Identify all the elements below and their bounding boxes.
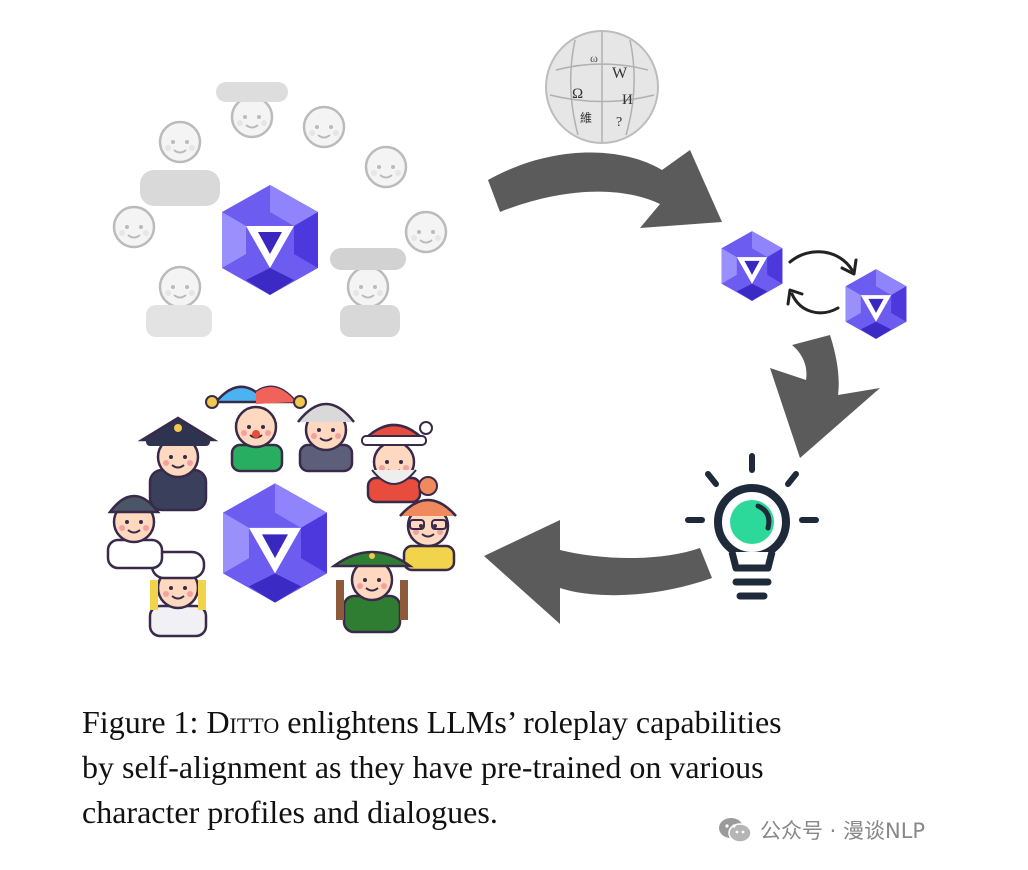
character-santa (360, 421, 433, 504)
colored-character-ring (106, 385, 457, 638)
character-police-officer (137, 416, 219, 512)
wiki-glyph-q: ? (616, 115, 622, 130)
arrow-bottom (484, 520, 712, 624)
caption-line-2: by self-alignment as they have pre-train… (82, 749, 764, 785)
character-grandma (399, 476, 457, 572)
qwen-logo-faded (222, 185, 318, 295)
wiki-glyph-small: ω (590, 51, 598, 65)
wiki-glyph-omega: Ω (572, 86, 583, 102)
figure-caption: Figure 1: Ditto enlightens LLMs’ rolepla… (82, 700, 922, 835)
method-name: Ditto (206, 704, 280, 740)
faded-character-ring (112, 82, 448, 337)
watermark-text: 公众号 · 漫谈NLP (760, 819, 926, 843)
character-doctor (106, 494, 164, 570)
character-old-woman (297, 402, 355, 473)
caption-line-3: character profiles and dialogues. (82, 794, 498, 830)
caption-rest: enlightens LLMs’ roleplay capabilities (279, 704, 782, 740)
flow-arrows (484, 150, 880, 624)
character-soldier (330, 550, 414, 634)
lightbulb-icon (685, 453, 819, 600)
wechat-icon (719, 818, 752, 843)
wikipedia-globe-icon: W Ω И 維 ? ω (545, 30, 659, 144)
ditto-diagram: W Ω И 維 ? ω (106, 30, 907, 638)
qwen-logo-small-2 (845, 269, 907, 339)
caption-prefix: Figure 1: (82, 704, 207, 740)
exchange-arrows-icon (786, 250, 858, 315)
qwen-logo-main (223, 483, 327, 603)
character-jester (205, 385, 307, 473)
wiki-glyph-wei: 維 (580, 111, 592, 125)
watermark: 公众号 · 漫谈NLP (718, 812, 925, 848)
caption-line-1: Figure 1: Ditto enlightens LLMs’ rolepla… (82, 700, 922, 745)
arrow-top (488, 150, 722, 228)
arrow-right-down (770, 335, 880, 458)
character-chef (148, 550, 208, 638)
wiki-glyph-w: W (612, 65, 628, 82)
wiki-glyph-i: И (622, 92, 633, 108)
qwen-logo-small-1 (721, 231, 783, 301)
